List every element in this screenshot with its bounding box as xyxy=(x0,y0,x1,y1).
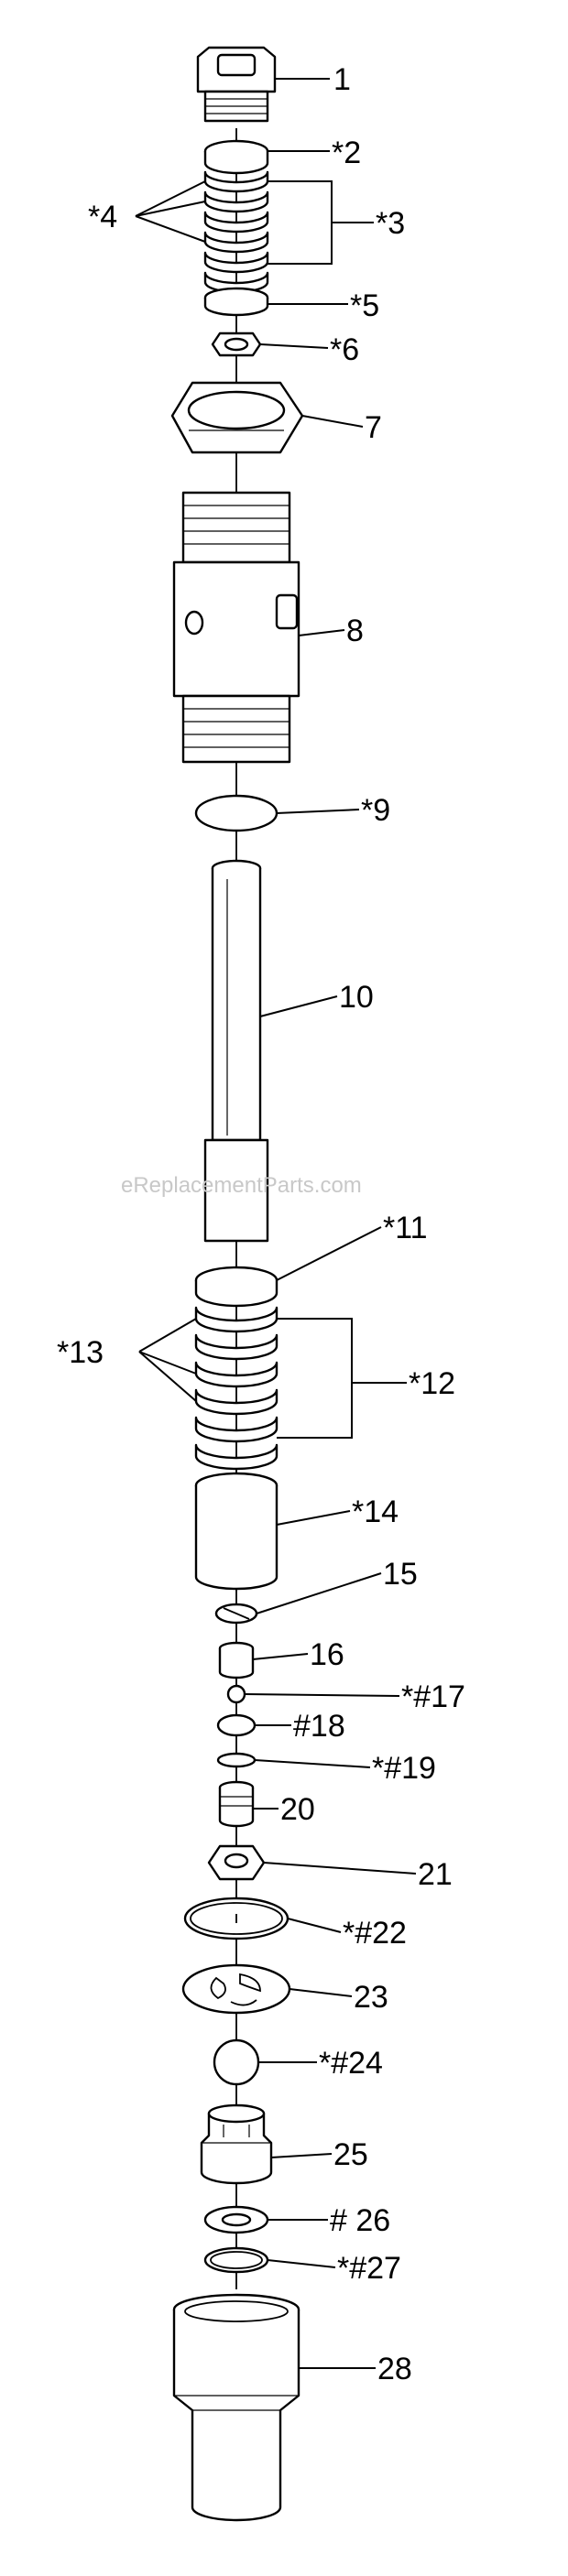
label-part-11: *11 xyxy=(383,1211,428,1245)
label-part-1: 1 xyxy=(333,62,351,97)
part-6-nut[interactable] xyxy=(211,332,262,357)
part-10-rod[interactable] xyxy=(203,859,269,1243)
part-27-o-ring[interactable] xyxy=(203,2246,269,2274)
part-18-seat[interactable] xyxy=(216,1713,257,1737)
part-1-plug[interactable] xyxy=(196,46,277,123)
label-part-9: *9 xyxy=(361,793,390,828)
part-19-washer[interactable] xyxy=(216,1752,257,1768)
part-5-ring[interactable] xyxy=(203,287,269,317)
label-part-18: #18 xyxy=(293,1709,345,1744)
part-16-guide[interactable] xyxy=(218,1641,255,1679)
label-part-3: *3 xyxy=(376,206,405,241)
part-11-ring[interactable] xyxy=(194,1266,279,1308)
part-24-ball[interactable] xyxy=(213,2038,260,2086)
label-part-28: 28 xyxy=(377,2352,412,2386)
label-part-5: *5 xyxy=(350,288,379,323)
label-part-16: 16 xyxy=(310,1637,344,1672)
label-part-12: *12 xyxy=(409,1366,455,1401)
label-part-25: 25 xyxy=(333,2137,368,2172)
part-26-washer[interactable] xyxy=(203,2205,269,2234)
label-part-27: *#27 xyxy=(337,2251,401,2286)
label-part-22: *#22 xyxy=(343,1916,407,1951)
label-part-19: *#19 xyxy=(372,1751,436,1786)
part-12-13-packing-stack[interactable] xyxy=(194,1306,279,1471)
part-28-housing[interactable] xyxy=(172,2293,300,2522)
label-part-20: 20 xyxy=(280,1792,315,1827)
label-part-8: 8 xyxy=(346,614,364,648)
part-20-insert[interactable] xyxy=(218,1780,255,1828)
part-15-retainer[interactable] xyxy=(214,1603,258,1625)
part-9-seal[interactable] xyxy=(194,794,279,832)
label-part-17: *#17 xyxy=(401,1679,465,1714)
label-part-24: *#24 xyxy=(319,2046,383,2081)
watermark: eReplacementParts.com xyxy=(121,1173,362,1198)
part-25-cage[interactable] xyxy=(200,2103,273,2185)
label-part-21: 21 xyxy=(418,1857,453,1892)
part-17-ball[interactable] xyxy=(226,1684,246,1704)
label-part-4: *4 xyxy=(88,200,117,234)
label-part-26: # 26 xyxy=(330,2203,390,2238)
part-23-valve-plate[interactable] xyxy=(181,1963,291,2015)
part-2-ring[interactable] xyxy=(203,139,269,175)
part-14-sleeve[interactable] xyxy=(194,1472,279,1591)
part-21-nut[interactable] xyxy=(207,1844,266,1881)
label-part-10: 10 xyxy=(339,980,374,1015)
label-part-13: *13 xyxy=(57,1335,104,1370)
label-part-6: *6 xyxy=(330,332,359,367)
part-8-cylinder[interactable] xyxy=(172,491,300,764)
label-part-7: 7 xyxy=(365,410,382,445)
label-part-2: *2 xyxy=(332,136,361,170)
part-22-o-ring[interactable] xyxy=(183,1897,289,1940)
leader-lines xyxy=(135,78,417,2369)
label-part-15: 15 xyxy=(383,1557,418,1592)
label-part-14: *14 xyxy=(352,1495,399,1529)
label-part-23: 23 xyxy=(354,1980,388,2015)
part-7-hex-nut[interactable] xyxy=(170,381,304,454)
